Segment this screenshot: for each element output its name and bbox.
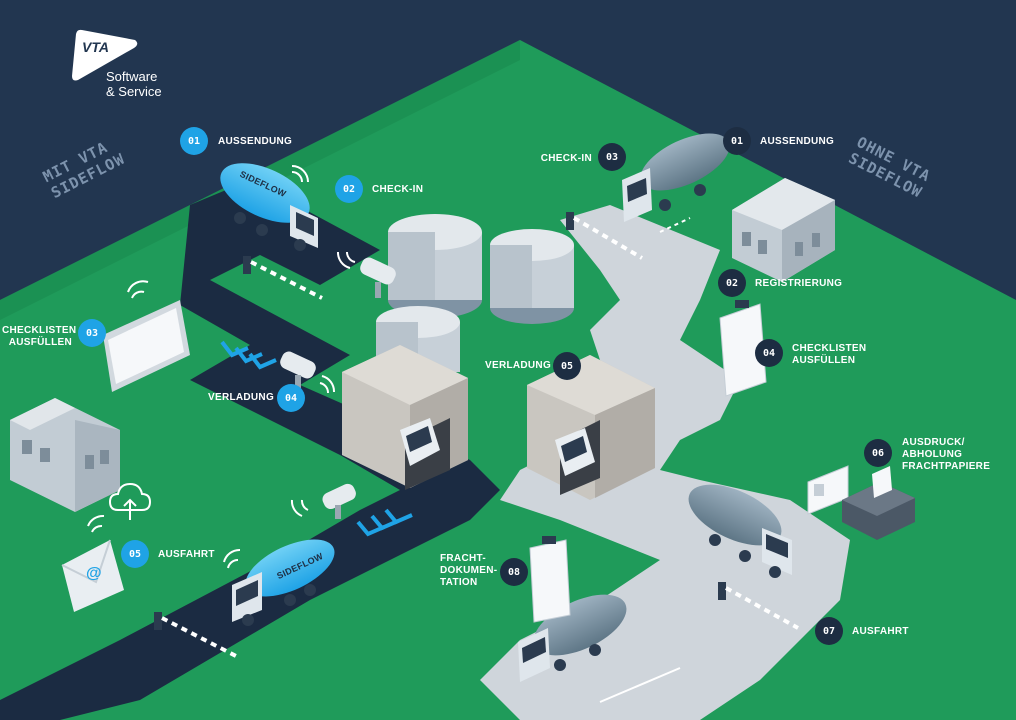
barrier-icon <box>566 212 644 260</box>
silo-icon <box>490 229 574 324</box>
left-step-01-badge: 01 <box>180 127 208 155</box>
tanker-icon <box>220 163 318 251</box>
email-at-symbol: @ <box>86 565 102 582</box>
logo-line2: & Service <box>106 84 162 99</box>
right-step-01-badge: 01 <box>723 127 751 155</box>
right-step-03-badge: 03 <box>598 143 626 171</box>
right-step-08-label-line2: DOKUMEN- <box>440 565 498 576</box>
printer-icon <box>842 466 915 540</box>
camera-icon <box>322 483 356 519</box>
barrier-icon <box>243 256 323 300</box>
left-step-03-label-line2: AUSFÜLLEN <box>8 337 72 348</box>
left-step-03-label-line1: CHECKLISTEN <box>2 325 77 336</box>
direction-arrows-icon <box>220 340 413 537</box>
left-step-04-label: VERLADUNG <box>208 392 275 403</box>
right-step-06-label: AUSDRUCK/ ABHOLUNG FRACHTPAPIERE <box>902 437 990 473</box>
right-step-08-label-line1: FRACHT- <box>440 553 486 564</box>
wifi-icon <box>87 165 356 569</box>
tanker-icon <box>622 133 730 222</box>
road-markings <box>599 217 691 703</box>
tanker-icon <box>518 594 627 682</box>
right-step-08-label-line3: TATION <box>440 577 478 588</box>
camera-icon <box>360 257 396 298</box>
right-step-07-label: AUSFAHRT <box>852 626 909 637</box>
left-step-04-badge: 04 <box>277 384 305 412</box>
registration-building <box>732 178 835 282</box>
left-step-05-badge: 05 <box>121 540 149 568</box>
right-step-06-label-line3: FRACHTPAPIERE <box>902 461 991 472</box>
right-step-02-label: REGISTRIERUNG <box>755 278 843 289</box>
right-step-03-label: CHECK-IN <box>540 153 592 164</box>
right-step-04-label-line2: AUSFÜLLEN <box>792 355 856 366</box>
camera-icon <box>280 351 316 391</box>
vta-logo-icon <box>72 29 138 81</box>
right-step-06-badge: 06 <box>864 439 892 467</box>
right-step-02-badge: 02 <box>718 269 746 297</box>
left-step-03-badge: 03 <box>78 319 106 347</box>
tablet-icon <box>103 300 190 392</box>
barrier-icon <box>718 582 799 630</box>
right-step-04-label-line1: CHECKLISTEN <box>792 343 867 354</box>
right-step-06-label-line2: ABHOLUNG <box>902 449 963 460</box>
left-step-03-label: CHECKLISTEN AUSFÜLLEN <box>2 325 77 349</box>
right-step-05-label: VERLADUNG <box>485 360 552 371</box>
left-step-02-badge: 02 <box>335 175 363 203</box>
right-step-04-label: CHECKLISTEN AUSFÜLLEN <box>792 343 866 367</box>
light-road <box>480 205 850 720</box>
silo-icon <box>388 214 482 318</box>
right-step-08-badge: 08 <box>500 558 528 586</box>
logo-line1: Software <box>106 69 158 84</box>
left-step-02-label: CHECK-IN <box>372 184 424 195</box>
truck-icon <box>400 418 440 466</box>
logo-mark-text: VTA <box>82 39 109 55</box>
clipboard-icon <box>529 536 571 623</box>
right-step-07-badge: 07 <box>815 617 843 645</box>
left-step-01-label: AUSSENDUNG <box>218 136 293 147</box>
right-step-08-label: FRACHT- DOKUMEN- TATION <box>440 553 497 589</box>
left-step-05-label: AUSFAHRT <box>158 549 215 560</box>
envelope-icon <box>61 539 124 612</box>
right-step-05-badge: 05 <box>553 352 581 380</box>
right-step-01-label: AUSSENDUNG <box>760 136 835 147</box>
tanker-icon <box>232 539 335 626</box>
tanker-icon <box>688 484 792 578</box>
truck-icon <box>555 428 595 476</box>
office-building <box>10 398 120 512</box>
clipboard-icon <box>719 300 767 397</box>
barrier-icon <box>154 612 237 658</box>
cloud-upload-icon <box>108 482 152 520</box>
right-step-06-label-line1: AUSDRUCK/ <box>902 437 965 448</box>
right-step-04-badge: 04 <box>755 339 783 367</box>
